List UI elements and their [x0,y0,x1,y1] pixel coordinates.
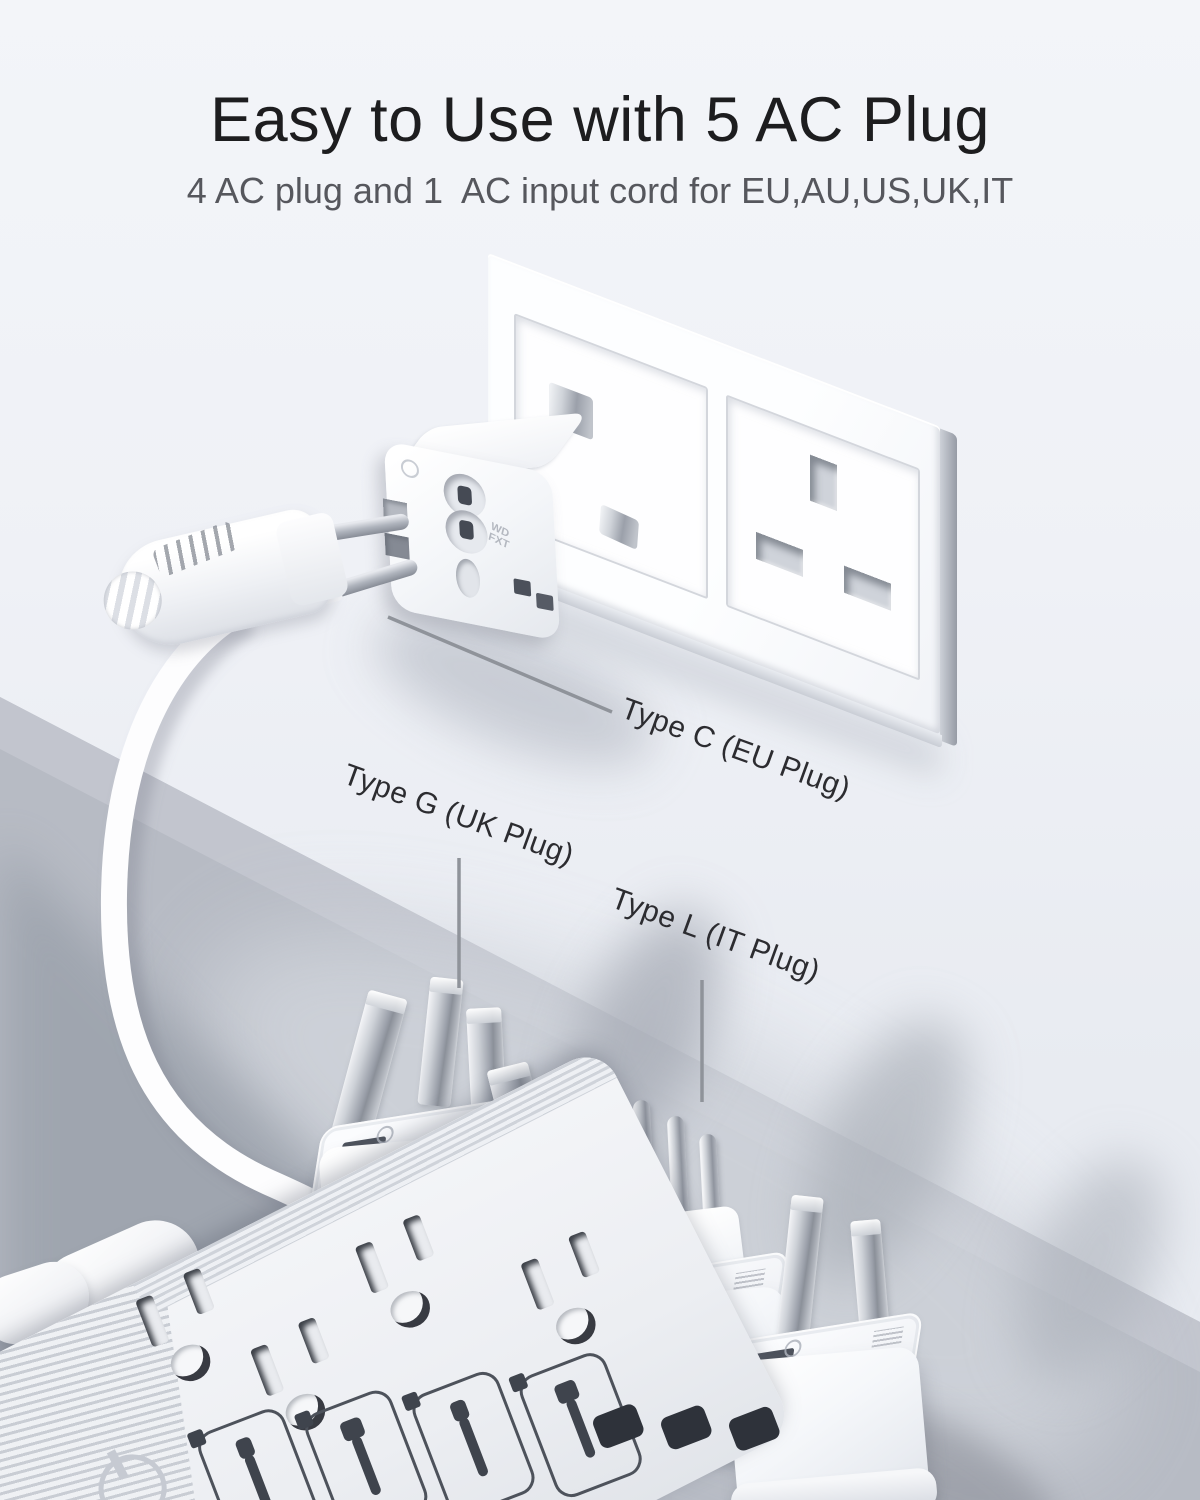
page-title: Easy to Use with 5 AC Plug [210,85,990,155]
shaver-icon [350,1434,383,1497]
outlet-slot [182,1267,216,1316]
plate-shadow [480,575,940,778]
outlet-slot [567,1230,601,1279]
outlet-slot [402,1214,435,1262]
outlet-slot [354,1240,390,1295]
shaver-icon [565,1397,597,1460]
leader-line-eu [387,615,613,714]
wall-shadow-2 [802,1019,968,1281]
toothbrush-icon [243,1453,276,1500]
wall-shadow-plug [374,614,656,766]
outlet-slot [134,1294,170,1348]
outlet-ground-hole [165,1339,217,1387]
outlet-ground-hole [385,1285,436,1334]
outlet-ground-hole [551,1302,602,1351]
outlet-slot [520,1257,555,1311]
page-subtitle: 4 AC plug and 1 AC input cord for EU,AU,… [186,170,1014,211]
outlet-slot [297,1316,330,1365]
toothbrush-icon [457,1416,490,1478]
wall-shadow-3 [1016,1157,1164,1383]
outlet-slot [249,1343,285,1397]
